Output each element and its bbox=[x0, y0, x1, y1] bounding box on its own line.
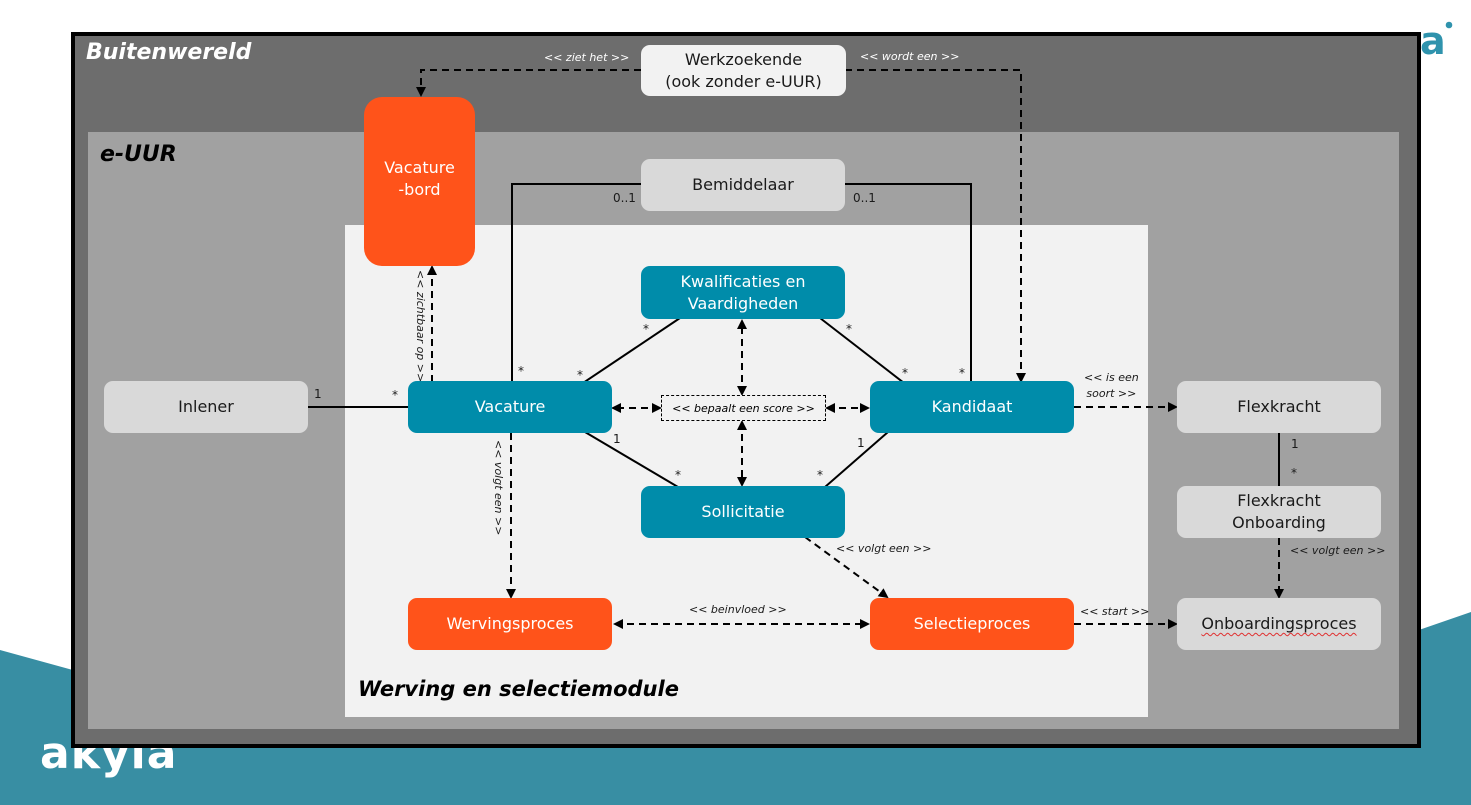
mult-bem-left: 0..1 bbox=[613, 191, 636, 205]
label-volgt-een-sollicitatie: << volgt een >> bbox=[836, 542, 932, 555]
node-flexkracht[interactable]: Flexkracht bbox=[1177, 381, 1381, 433]
node-onboardingsproces-label: Onboardingsproces bbox=[1201, 614, 1357, 633]
node-selectieproces[interactable]: Selectieproces bbox=[870, 598, 1074, 650]
label-beinvloed: << beinvloed >> bbox=[689, 603, 787, 616]
label-wordt-een: << wordt een >> bbox=[860, 50, 960, 63]
node-onboardingsproces[interactable]: Onboardingsproces bbox=[1177, 598, 1381, 650]
node-kwalificaties[interactable]: Kwalificaties en Vaardigheden bbox=[641, 266, 845, 319]
node-vacature[interactable]: Vacature bbox=[408, 381, 612, 433]
mult-vacature-kwal: * bbox=[577, 368, 583, 382]
label-volgt-een-vacature: << volgt een >> bbox=[492, 440, 505, 536]
mult-kandidaat-bem: * bbox=[959, 366, 965, 380]
mult-kwal-left: * bbox=[643, 322, 649, 336]
score-relation-box: << bepaalt een score >> bbox=[661, 395, 826, 421]
mult-soll-right: * bbox=[817, 468, 823, 482]
mult-kandidaat-soll: 1 bbox=[857, 436, 865, 450]
mult-flexonb: * bbox=[1291, 466, 1297, 480]
mult-inlener: 1 bbox=[314, 387, 322, 401]
svg-text:a: a bbox=[1420, 20, 1446, 60]
node-inlener[interactable]: Inlener bbox=[104, 381, 308, 433]
node-vacaturebord[interactable]: Vacature -bord bbox=[364, 97, 475, 266]
mult-soll-left: * bbox=[675, 468, 681, 482]
mult-kwal-right: * bbox=[846, 322, 852, 336]
node-flexkracht-onboarding[interactable]: Flexkracht Onboarding bbox=[1177, 486, 1381, 538]
mult-vacature-inlener: * bbox=[392, 388, 398, 402]
zone-title-euur: e-UUR bbox=[100, 142, 177, 167]
node-bemiddelaar[interactable]: Bemiddelaar bbox=[641, 159, 845, 211]
label-ziet-het: << ziet het >> bbox=[544, 51, 630, 64]
mult-bem-right: 0..1 bbox=[853, 191, 876, 205]
zone-title-buitenwereld: Buitenwereld bbox=[86, 40, 252, 65]
zone-title-module: Werving en selectiemodule bbox=[358, 677, 679, 701]
node-werkzoekende[interactable]: Werkzoekende (ook zonder e-UUR) bbox=[641, 45, 846, 96]
label-start: << start >> bbox=[1080, 605, 1150, 618]
mult-vacature-bem: * bbox=[518, 364, 524, 378]
mult-flex: 1 bbox=[1291, 437, 1299, 451]
akyla-logo-icon: a bbox=[1420, 19, 1454, 65]
mult-vacature-soll: 1 bbox=[613, 432, 621, 446]
label-volgt-een-flex: << volgt een >> bbox=[1290, 544, 1386, 557]
node-sollicitatie[interactable]: Sollicitatie bbox=[641, 486, 845, 538]
node-wervingsproces[interactable]: Wervingsproces bbox=[408, 598, 612, 650]
label-is-een-soort: << is een soort >> bbox=[1084, 371, 1139, 400]
label-zichtbaar-op: << zichtbaar op >> bbox=[414, 270, 427, 383]
mult-kandidaat-kwal: * bbox=[902, 366, 908, 380]
node-kandidaat[interactable]: Kandidaat bbox=[870, 381, 1074, 433]
